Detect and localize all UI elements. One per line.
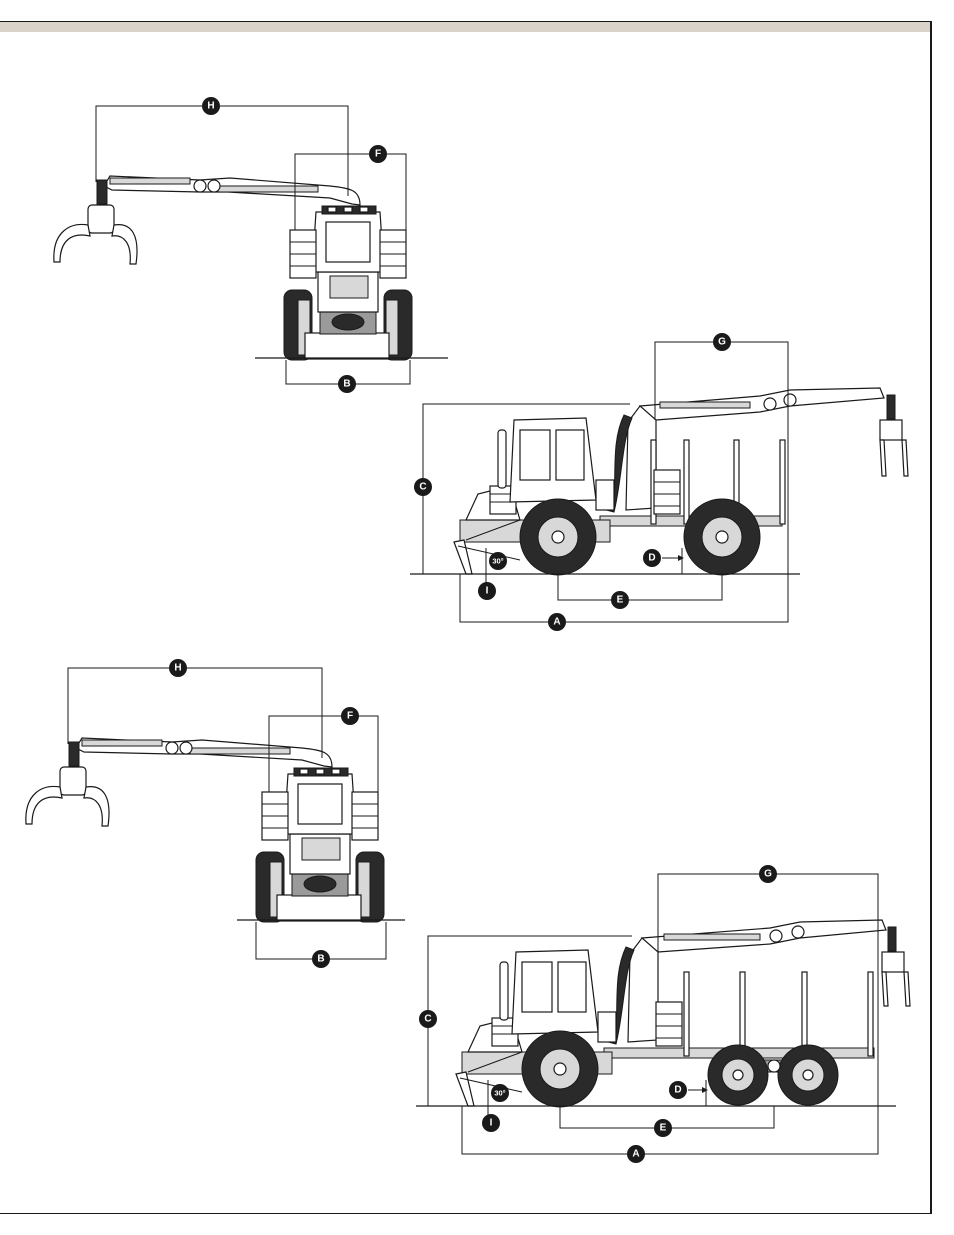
callout-D-bottom: D	[669, 1081, 687, 1099]
svg-text:H: H	[207, 101, 214, 112]
svg-text:G: G	[764, 869, 772, 880]
svg-text:30°: 30°	[492, 557, 503, 566]
svg-text:H: H	[174, 663, 181, 674]
angle-badge-top: 30°	[489, 552, 507, 570]
svg-text:G: G	[718, 337, 726, 348]
svg-text:D: D	[648, 553, 655, 564]
svg-text:F: F	[347, 711, 353, 722]
callout-F-top: F	[369, 145, 387, 163]
svg-text:D: D	[674, 1085, 681, 1096]
callout-C-top: C	[414, 478, 432, 496]
svg-text:30°: 30°	[494, 1089, 505, 1098]
svg-text:I: I	[486, 586, 489, 597]
callout-H-top: H	[202, 97, 220, 115]
header-band-fill	[0, 22, 930, 32]
svg-text:C: C	[419, 482, 426, 493]
svg-text:B: B	[343, 379, 350, 390]
callout-D-top: D	[643, 549, 661, 567]
svg-text:B: B	[317, 954, 324, 965]
side-view-top	[410, 342, 908, 622]
svg-text:A: A	[632, 1149, 639, 1160]
callout-I-bottom: I	[482, 1114, 500, 1132]
svg-text:E: E	[617, 595, 624, 606]
callout-G-top: G	[713, 333, 731, 351]
callout-I-top: I	[478, 582, 496, 600]
svg-text:C: C	[424, 1014, 431, 1025]
callout-F-bottom: F	[341, 707, 359, 725]
callout-E-top: E	[611, 591, 629, 609]
callout-A-bottom: A	[627, 1145, 645, 1163]
front-view-top	[54, 106, 448, 384]
callout-H-bottom: H	[169, 659, 187, 677]
svg-text:F: F	[375, 149, 381, 160]
svg-text:A: A	[553, 617, 560, 628]
callout-B-top: B	[338, 375, 356, 393]
callout-E-bottom: E	[654, 1119, 672, 1137]
callout-G-bottom: G	[759, 865, 777, 883]
callout-C-bottom: C	[419, 1010, 437, 1028]
side-view-bottom	[416, 874, 910, 1154]
angle-badge-bottom: 30°	[491, 1084, 509, 1102]
callout-A-top: A	[548, 613, 566, 631]
callout-B-bottom: B	[312, 950, 330, 968]
svg-text:I: I	[490, 1118, 493, 1129]
svg-text:E: E	[660, 1123, 667, 1134]
